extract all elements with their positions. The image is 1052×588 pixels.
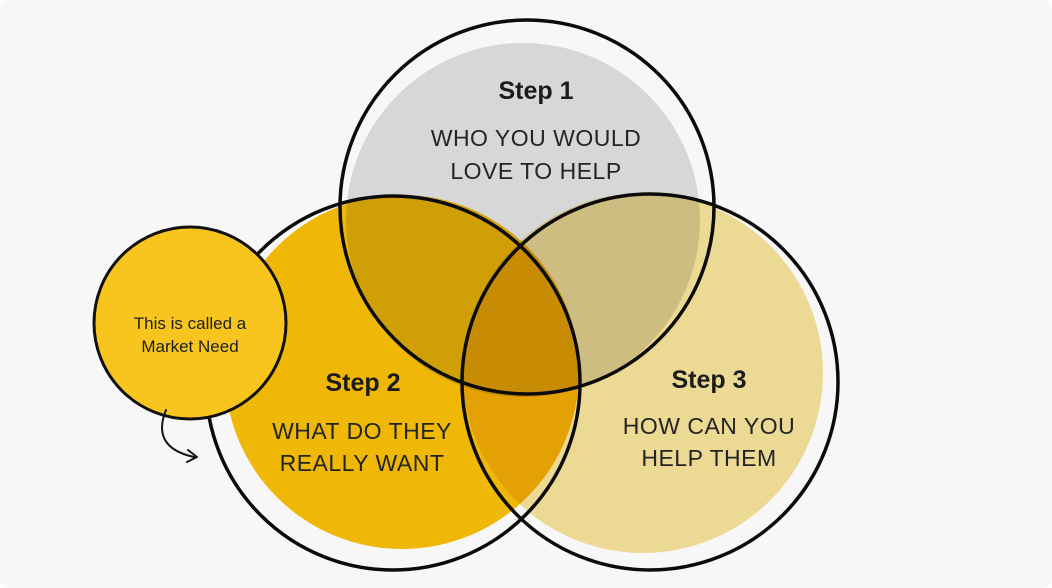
step3-labels: Step 3 HOW CAN YOU HELP THEM (623, 366, 795, 471)
callout-line2: Market Need (141, 337, 238, 356)
step3-line1: HOW CAN YOU (623, 413, 795, 439)
curved-arrow-icon (161, 409, 198, 463)
step1-line2: LOVE TO HELP (450, 158, 621, 184)
step2-title: Step 2 (325, 369, 400, 397)
circle-fills (225, 43, 823, 553)
step3-circle-outline (460, 192, 840, 572)
step3-title: Step 3 (671, 366, 746, 394)
step2-line1: WHAT DO THEY (272, 418, 452, 444)
step3-line2: HELP THEM (641, 445, 776, 471)
market-need-callout: This is called a Market Need (92, 225, 288, 463)
step1-line1: WHO YOU WOULD (431, 125, 642, 151)
callout-circle (92, 225, 288, 421)
step2-line2: REALLY WANT (280, 450, 445, 476)
step1-labels: Step 1 WHO YOU WOULD LOVE TO HELP (431, 77, 642, 184)
step2-labels: Step 2 WHAT DO THEY REALLY WANT (272, 369, 452, 476)
step1-title: Step 1 (498, 77, 573, 105)
callout-line1: This is called a (134, 314, 247, 333)
